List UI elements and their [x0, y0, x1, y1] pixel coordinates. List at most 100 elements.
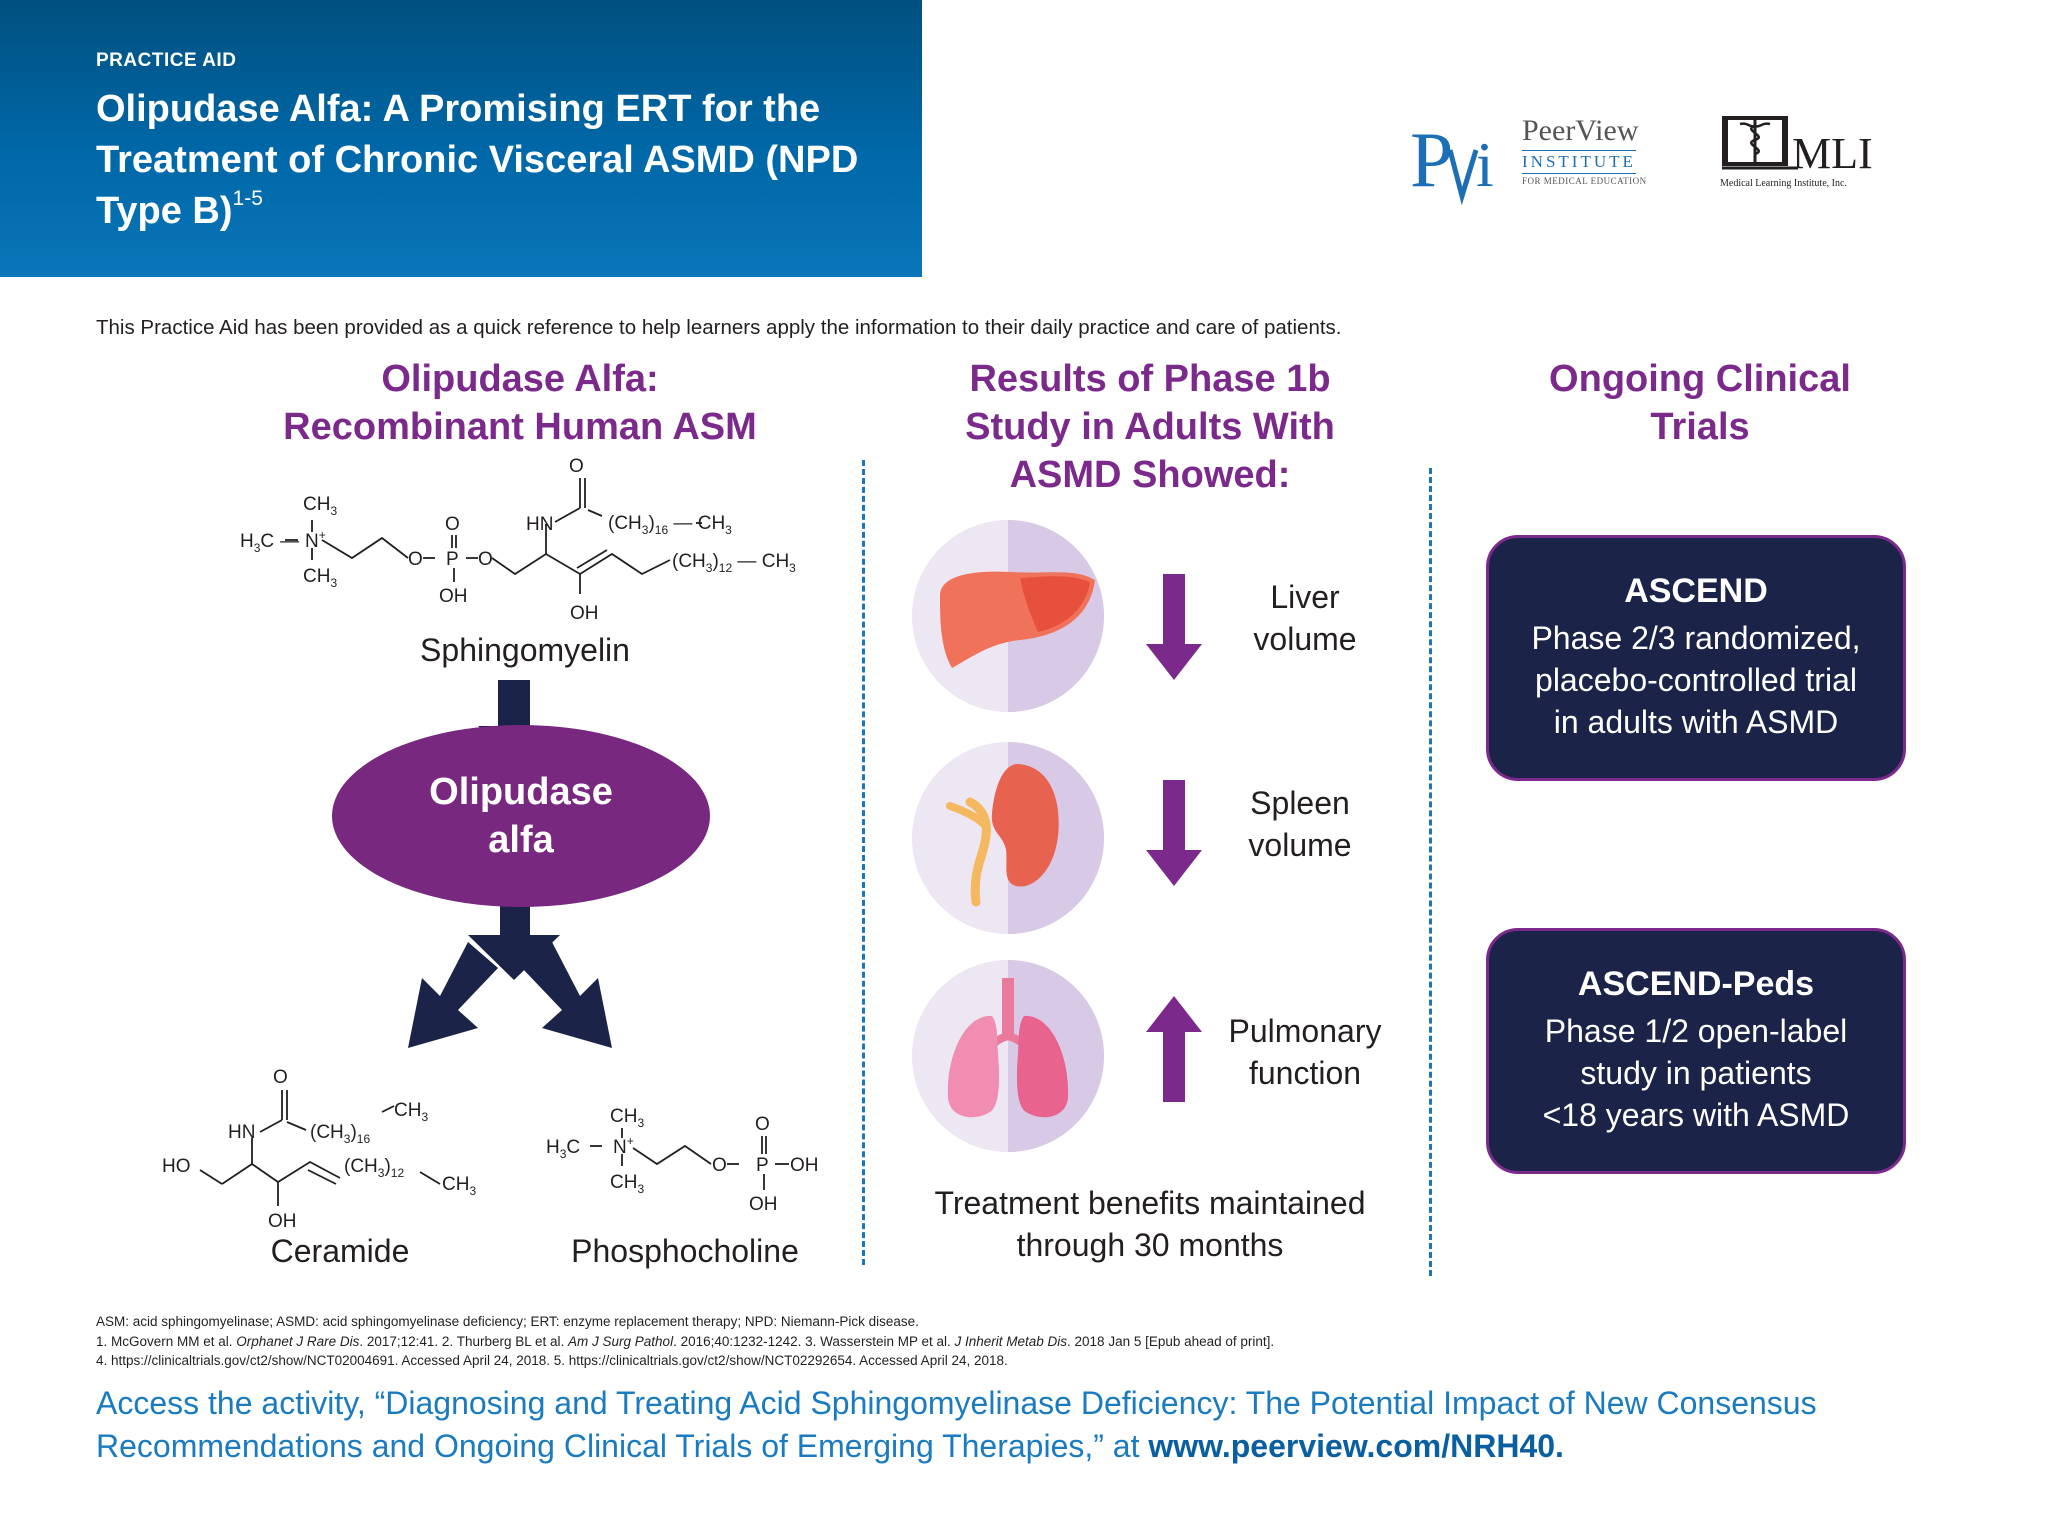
result-pulmonary-line1: Pulmonary: [1228, 1013, 1382, 1049]
sphingomyelin-label: Sphingomyelin: [420, 632, 630, 668]
result-pulmonary-line2: function: [1248, 1055, 1362, 1091]
phosphocholine-label: Phosphocholine: [571, 1233, 799, 1269]
results-heading: Results of Phase 1b Study in Adults With…: [880, 355, 1420, 499]
phospho-oh-bottom: OH: [749, 1194, 778, 1215]
svg-text:P: P: [1410, 116, 1453, 203]
phospho-oh-right: OH: [790, 1155, 819, 1176]
trial-desc-ascend-line1: Phase 2/3 randomized,: [1531, 620, 1861, 656]
ceramide-ch3-a: CH3: [394, 1100, 428, 1124]
ceramide-o: O: [273, 1067, 288, 1088]
results-heading-line2: Study in Adults With: [965, 406, 1335, 448]
olipudase-label: Olipudase alfa: [332, 768, 710, 864]
chem-o-1: O: [408, 549, 423, 570]
phospho-n-plus: N+: [613, 1134, 634, 1158]
chem-ch2-12: (CH3)12 — CH3: [672, 551, 796, 575]
peerview-tagline: FOR MEDICAL EDUCATION: [1522, 176, 1647, 186]
chem-o-double: O: [445, 514, 460, 535]
peerview-name: PeerView: [1522, 114, 1639, 147]
product-arrows: [408, 942, 612, 1048]
result-liver-label: Liver volume: [1210, 576, 1400, 660]
phospho-o: O: [712, 1155, 727, 1176]
ceramide-ch3-b: CH3: [442, 1174, 476, 1198]
mli-tagline: Medical Learning Institute, Inc.: [1720, 178, 1847, 189]
chem-n-plus: N+: [305, 528, 326, 552]
arrow-up-pulmonary-icon: [1146, 996, 1202, 1102]
arrow-down-spleen-icon: [1146, 780, 1202, 886]
page-title: Olipudase Alfa: A Promising ERT for the …: [96, 84, 896, 237]
result-spleen-label: Spleen volume: [1205, 782, 1395, 866]
ceramide-ho: HO: [162, 1156, 191, 1177]
trials-heading: Ongoing Clinical Trials: [1470, 355, 1930, 451]
arrow-to-phosphocholine-icon: [522, 942, 612, 1048]
trial-desc-ascend-peds-line2: study in patients: [1580, 1055, 1812, 1091]
intro-text: This Practice Aid has been provided as a…: [96, 316, 1342, 339]
result-spleen-line1: Spleen: [1250, 785, 1350, 821]
ceramide-structure: HO HN O OH (CH3)16 CH3 (CH3)12 CH3: [162, 1067, 476, 1232]
peerview-logo: P i PeerView INSTITUTE FOR MEDICAL EDUCA…: [1410, 110, 1650, 206]
chem-hn: HN: [526, 514, 553, 535]
results-heading-line3: ASMD Showed:: [1009, 454, 1291, 496]
chem-p: P: [446, 549, 459, 570]
chem-oh-phosphate: OH: [439, 586, 468, 607]
title-text: Olipudase Alfa: A Promising ERT for the …: [96, 88, 859, 232]
sphingomyelin-structure: CH3 H3C— N+ CH3 O O P OH O OH HN O (CH3)…: [240, 456, 796, 624]
result-spleen-line2: volume: [1248, 827, 1352, 863]
chem-h3c: H3C—: [240, 531, 299, 555]
split-arrows-icon: [468, 900, 560, 980]
trial-name-ascend: ASCEND: [1624, 572, 1768, 610]
footnote-refs-4-5: 4. https://clinicaltrials.gov/ct2/show/N…: [96, 1353, 1008, 1368]
ceramide-hn: HN: [228, 1122, 255, 1143]
enzyme-label-line1: Olipudase: [429, 771, 613, 813]
result-pulmonary-label: Pulmonary function: [1210, 1010, 1400, 1094]
pvi-mark-icon: P i: [1410, 116, 1494, 206]
arrow-down-liver-icon: [1146, 574, 1202, 680]
mechanism-heading-line1: Olipudase Alfa:: [381, 358, 659, 400]
results-footer-line1: Treatment benefits maintained: [934, 1185, 1366, 1221]
arrow-to-ceramide-icon: [408, 942, 498, 1048]
footnote-refs-1-3: 1. McGovern MM et al. Orphanet J Rare Di…: [96, 1333, 1275, 1349]
mechanism-heading: Olipudase Alfa: Recombinant Human ASM: [230, 355, 810, 451]
ceramide-label: Ceramide: [270, 1233, 410, 1269]
trials-heading-line2: Trials: [1650, 406, 1750, 448]
results-heading-line1: Results of Phase 1b: [969, 358, 1331, 400]
chem-o-2: O: [478, 549, 493, 570]
access-text: Access the activity, “Diagnosing and Tre…: [96, 1385, 1817, 1464]
trial-desc-ascend-peds: Phase 1/2 open-label study in patients <…: [1489, 1010, 1903, 1136]
phospho-ch3-bottom: CH3: [610, 1172, 644, 1196]
trial-desc-ascend-peds-line1: Phase 1/2 open-label: [1544, 1013, 1848, 1049]
mli-logo: MLI Medical Learning Institute, Inc.: [1720, 112, 1890, 198]
footnote-abbreviations: ASM: acid sphingomyelinase; ASMD: acid s…: [96, 1314, 919, 1329]
trial-desc-ascend: Phase 2/3 randomized, placebo-controlled…: [1489, 617, 1903, 743]
header-banner: PRACTICE AID Olipudase Alfa: A Promising…: [0, 0, 922, 277]
ceramide-ch2-12: (CH3)12: [344, 1156, 404, 1180]
trial-desc-ascend-line2: placebo-controlled trial: [1535, 662, 1857, 698]
ceramide-oh: OH: [268, 1211, 297, 1232]
results-footer: Treatment benefits maintained through 30…: [880, 1182, 1420, 1266]
trial-desc-ascend-line3: in adults with ASMD: [1553, 704, 1839, 740]
liver-icon: [912, 520, 1104, 712]
trial-desc-ascend-peds-line3: <18 years with ASMD: [1542, 1097, 1850, 1133]
results-footer-line2: through 30 months: [1016, 1227, 1284, 1263]
phosphocholine-structure: CH3 H3C N+ CH3 O O P OH OH: [546, 1106, 819, 1215]
mechanism-heading-line2: Recombinant Human ASM: [283, 406, 757, 448]
column-divider-right: [1429, 468, 1432, 1276]
trials-heading-line1: Ongoing Clinical: [1549, 358, 1851, 400]
title-citation: 1-5: [232, 187, 263, 210]
result-liver-line1: Liver: [1270, 579, 1340, 615]
enzyme-label-line2: alfa: [488, 819, 554, 861]
ceramide-ch2-16: (CH3)16: [310, 1122, 370, 1146]
phospho-h3c: H3C: [546, 1137, 580, 1161]
footnotes: ASM: acid sphingomyelinase; ASMD: acid s…: [96, 1312, 1996, 1371]
trial-card-ascend: ASCEND Phase 2/3 randomized, placebo-con…: [1486, 535, 1906, 781]
svg-text:i: i: [1476, 129, 1494, 200]
trial-name-ascend-peds: ASCEND-Peds: [1577, 965, 1815, 1003]
access-url-link[interactable]: www.peerview.com/NRH40.: [1148, 1428, 1564, 1464]
chem-o-amide: O: [569, 456, 584, 477]
column-divider-left: [862, 460, 865, 1265]
access-activity: Access the activity, “Diagnosing and Tre…: [96, 1382, 1996, 1468]
chem-ch3-top: CH3: [303, 494, 337, 518]
peerview-institute: INSTITUTE: [1522, 150, 1636, 174]
phospho-ch3-top: CH3: [610, 1106, 644, 1130]
chem-ch3-bottom: CH3: [303, 566, 337, 590]
phospho-p: P: [756, 1155, 769, 1176]
